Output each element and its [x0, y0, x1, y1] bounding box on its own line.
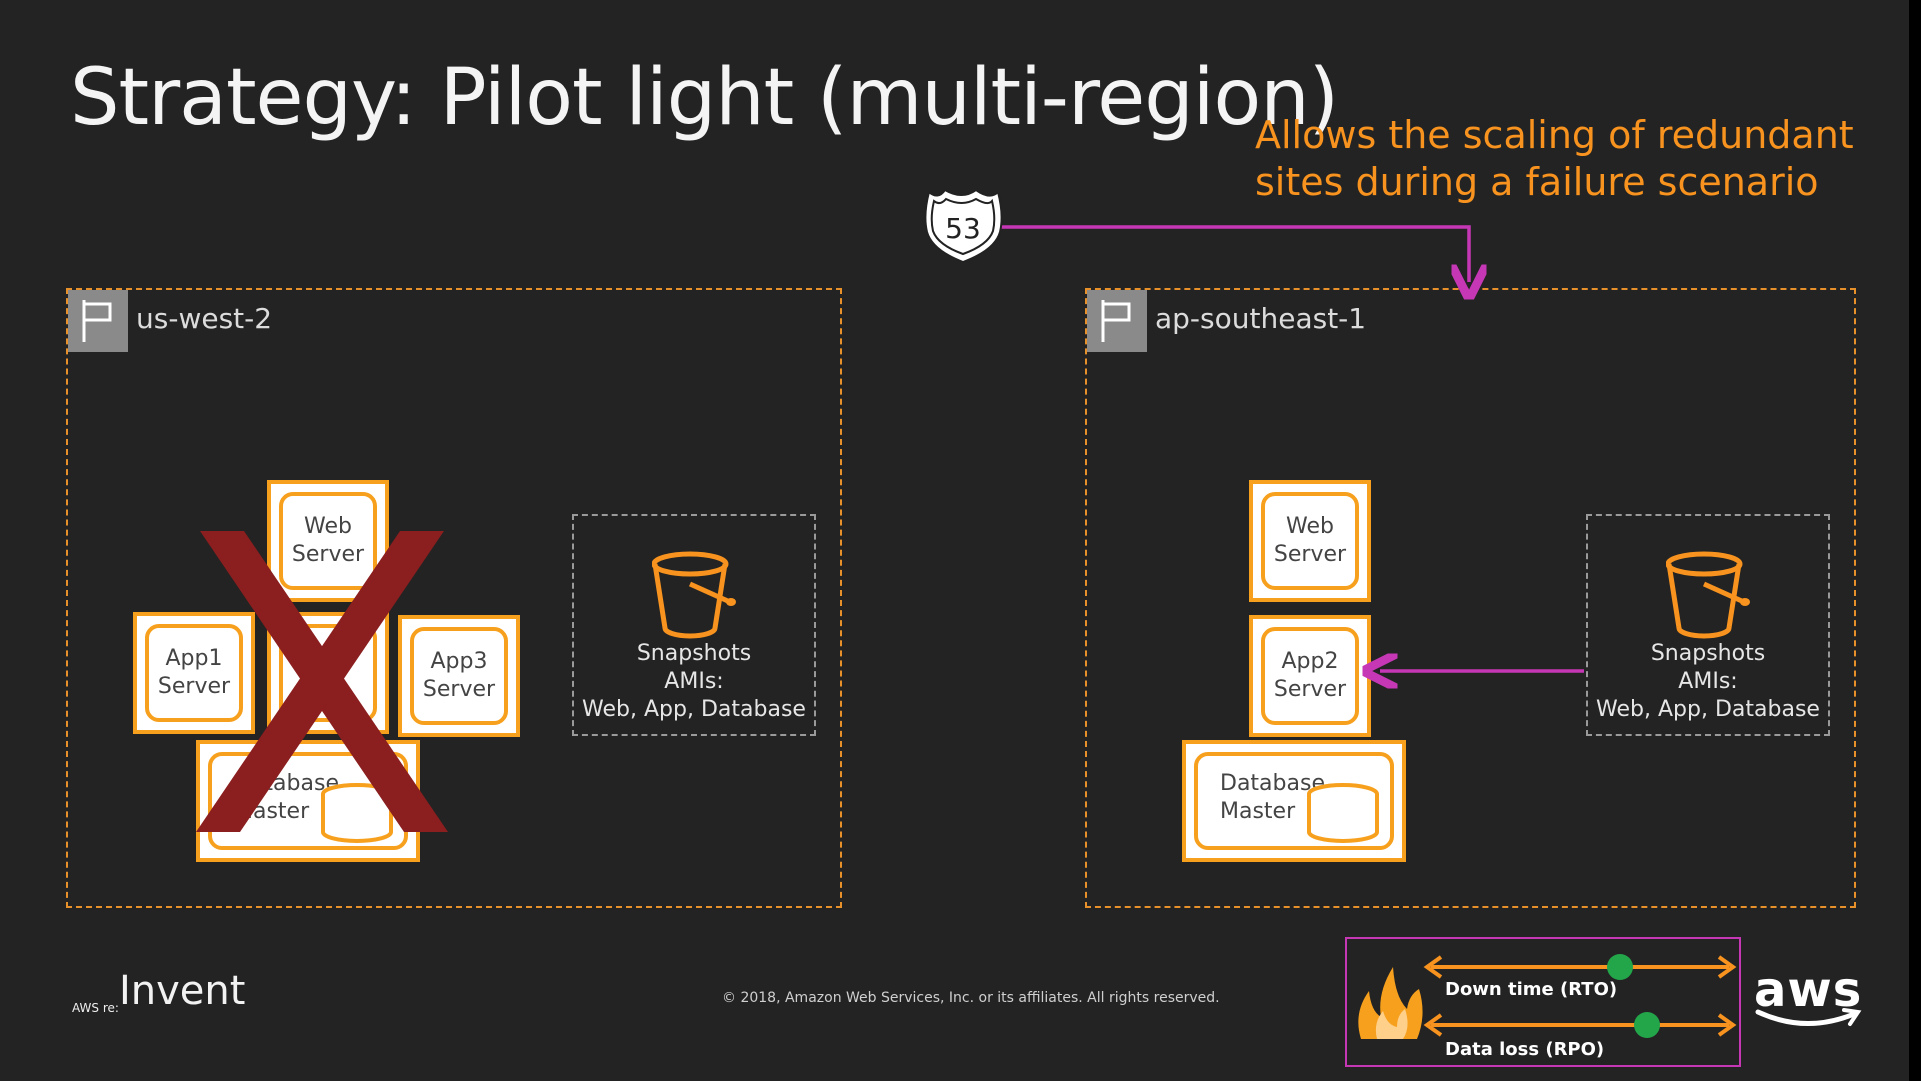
- flag-icon: [1101, 300, 1131, 342]
- database-label-line-1: Database: [1220, 771, 1325, 796]
- snapshot-line-1: Snapshots: [636, 641, 752, 666]
- snapshot-line-2: AMIs:: [664, 669, 724, 694]
- rpo-label: Data loss (RPO): [1445, 1039, 1605, 1060]
- server-label-line-1: Web: [304, 514, 352, 539]
- rto-label: Down time (RTO): [1445, 979, 1618, 1000]
- failure-cross-icon: [196, 531, 448, 832]
- database-master: Database Master: [1182, 740, 1406, 862]
- region-flag-badge: [68, 290, 128, 352]
- bucket-icon: [652, 551, 736, 639]
- region-ap-southeast-1: ap-southeast-1 Web Server App2 Server Da…: [1085, 288, 1856, 908]
- snapshot-box: Snapshots AMIs: Web, App, Database: [1586, 514, 1830, 736]
- server-label-line-1: App3: [430, 649, 488, 674]
- server-label-line-2: Server: [422, 677, 496, 702]
- route53-shield-icon: 53: [924, 188, 1003, 264]
- server-label-obscured: [279, 624, 377, 722]
- snapshot-line-2: AMIs:: [1678, 669, 1738, 694]
- database-label-line-2: Master: [1220, 799, 1296, 824]
- reinvent-logo-word: Invent: [118, 968, 246, 1014]
- server-label-line-1: App2: [1281, 649, 1339, 674]
- bucket-icon: [1666, 551, 1750, 639]
- reinvent-logo: AWS re:Invent: [72, 968, 245, 1014]
- app1-server: App1 Server: [133, 612, 255, 734]
- server-label-line-2: Server: [1273, 677, 1347, 702]
- web-server: Web Server: [1249, 480, 1371, 602]
- database-label: Database Master: [1220, 770, 1325, 826]
- server-label-line-1: Web: [1286, 514, 1334, 539]
- snapshot-line-3: Web, App, Database: [582, 697, 806, 722]
- snapshot-line-3: Web, App, Database: [1596, 697, 1820, 722]
- route53-connector: [1000, 225, 1469, 282]
- app3-server: App3 Server: [398, 615, 520, 737]
- rto-rpo-legend: Down time (RTO) Data loss (RPO): [1345, 937, 1741, 1067]
- region-flag-badge: [1087, 290, 1147, 352]
- database-cylinder-icon: [1307, 783, 1379, 843]
- copyright-text: © 2018, Amazon Web Services, Inc. or its…: [722, 990, 1220, 1006]
- legend-graphic: [1358, 954, 1737, 1039]
- rto-marker: [1607, 954, 1633, 980]
- flag-icon: [82, 300, 112, 342]
- region-label: us-west-2: [136, 302, 273, 335]
- callout-line-2: sites during a failure scenario: [1255, 160, 1819, 204]
- aws-smile-icon: [1755, 1008, 1862, 1027]
- server-label-line-2: Server: [1273, 542, 1347, 567]
- callout-line-1: Allows the scaling of redundant: [1255, 113, 1854, 157]
- route53-label: 53: [945, 212, 981, 245]
- app2-server: App2 Server: [1249, 615, 1371, 737]
- server-label-line-2: Server: [291, 542, 365, 567]
- aws-logo: aws: [1754, 962, 1864, 1032]
- flame-icon: [1358, 967, 1423, 1039]
- region-label: ap-southeast-1: [1155, 302, 1367, 335]
- server-label-line-2: Server: [157, 674, 231, 699]
- frame-edge: [1909, 0, 1921, 1081]
- snapshot-box: Snapshots AMIs: Web, App, Database: [572, 514, 816, 736]
- slide-title: Strategy: Pilot light (multi-region): [70, 53, 1339, 143]
- snapshot-line-1: Snapshots: [1650, 641, 1766, 666]
- rpo-marker: [1634, 1012, 1660, 1038]
- reinvent-logo-prefix: AWS re:: [72, 1001, 119, 1015]
- callout-text: Allows the scaling of redundant sites du…: [1255, 112, 1875, 206]
- server-label-line-1: App1: [165, 646, 223, 671]
